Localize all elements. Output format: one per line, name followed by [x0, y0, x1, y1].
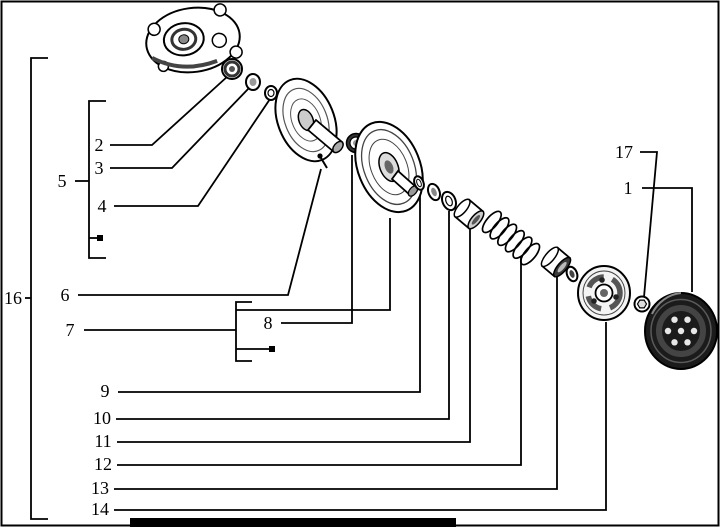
leader-12: [117, 257, 522, 466]
spring-part-12: [481, 210, 541, 266]
leader-9: [118, 194, 421, 393]
part-label-8: 8: [264, 313, 273, 333]
leader-lines: [25, 57, 693, 520]
spring-guide-part-11: [453, 198, 485, 230]
part-label-13: 13: [91, 478, 109, 498]
part-label-6: 6: [61, 285, 70, 305]
part-label-16: 16: [4, 288, 22, 308]
bracket-5: [88, 100, 106, 259]
oring-part-9: [413, 175, 425, 191]
leader-11: [117, 229, 471, 443]
leader-17: [640, 151, 658, 298]
part-label-10: 10: [93, 408, 111, 428]
bearing-icon-part-2: [221, 58, 243, 80]
leader-6: [78, 168, 322, 296]
bracket-7: [235, 301, 252, 362]
movable-pulley-half: [354, 120, 424, 214]
pin-part-6: [317, 153, 328, 169]
clutch-bell-part-1: [644, 292, 718, 370]
leader-4: [114, 98, 271, 207]
leader-13: [114, 275, 558, 490]
leader-2: [110, 75, 229, 146]
part-label-4: 4: [98, 196, 107, 216]
part-label-9: 9: [101, 381, 110, 401]
washer-part-3: [245, 73, 261, 91]
leader-8: [281, 155, 353, 324]
part-label-12: 12: [94, 454, 112, 474]
leader-1: [642, 187, 693, 292]
nut-part-4: [264, 85, 278, 101]
clutch-assembly-part-14: [577, 265, 631, 321]
part-label-5: 5: [58, 171, 67, 191]
bracket-16: [30, 57, 48, 520]
part-label-1: 1: [624, 178, 633, 198]
leader-14: [114, 322, 607, 511]
cup-bushing-part-13: [540, 246, 572, 278]
fixed-pulley-half: [274, 77, 344, 163]
part-label-7: 7: [66, 320, 75, 340]
leader-3: [110, 86, 251, 169]
part-label-3: 3: [95, 158, 104, 178]
washers-part-10: [426, 182, 457, 212]
part-label-11: 11: [94, 431, 111, 451]
part-label-14: 14: [91, 499, 109, 519]
bottom-bar: [130, 518, 456, 527]
part-label-2: 2: [95, 135, 104, 155]
leader-7-pulley: [236, 218, 391, 311]
dot-terminator-7: [269, 346, 275, 352]
gearcase-cover: [145, 3, 243, 74]
retaining-ring: [565, 265, 579, 283]
nut-part-17: [633, 295, 651, 313]
dot-terminator-5: [97, 235, 103, 241]
leader-10: [116, 211, 450, 420]
part-number-labels: 1 2 3 4 5 6 7 8 9 10 11 12 13 14 16 17: [4, 135, 633, 519]
part-label-17: 17: [615, 142, 633, 162]
